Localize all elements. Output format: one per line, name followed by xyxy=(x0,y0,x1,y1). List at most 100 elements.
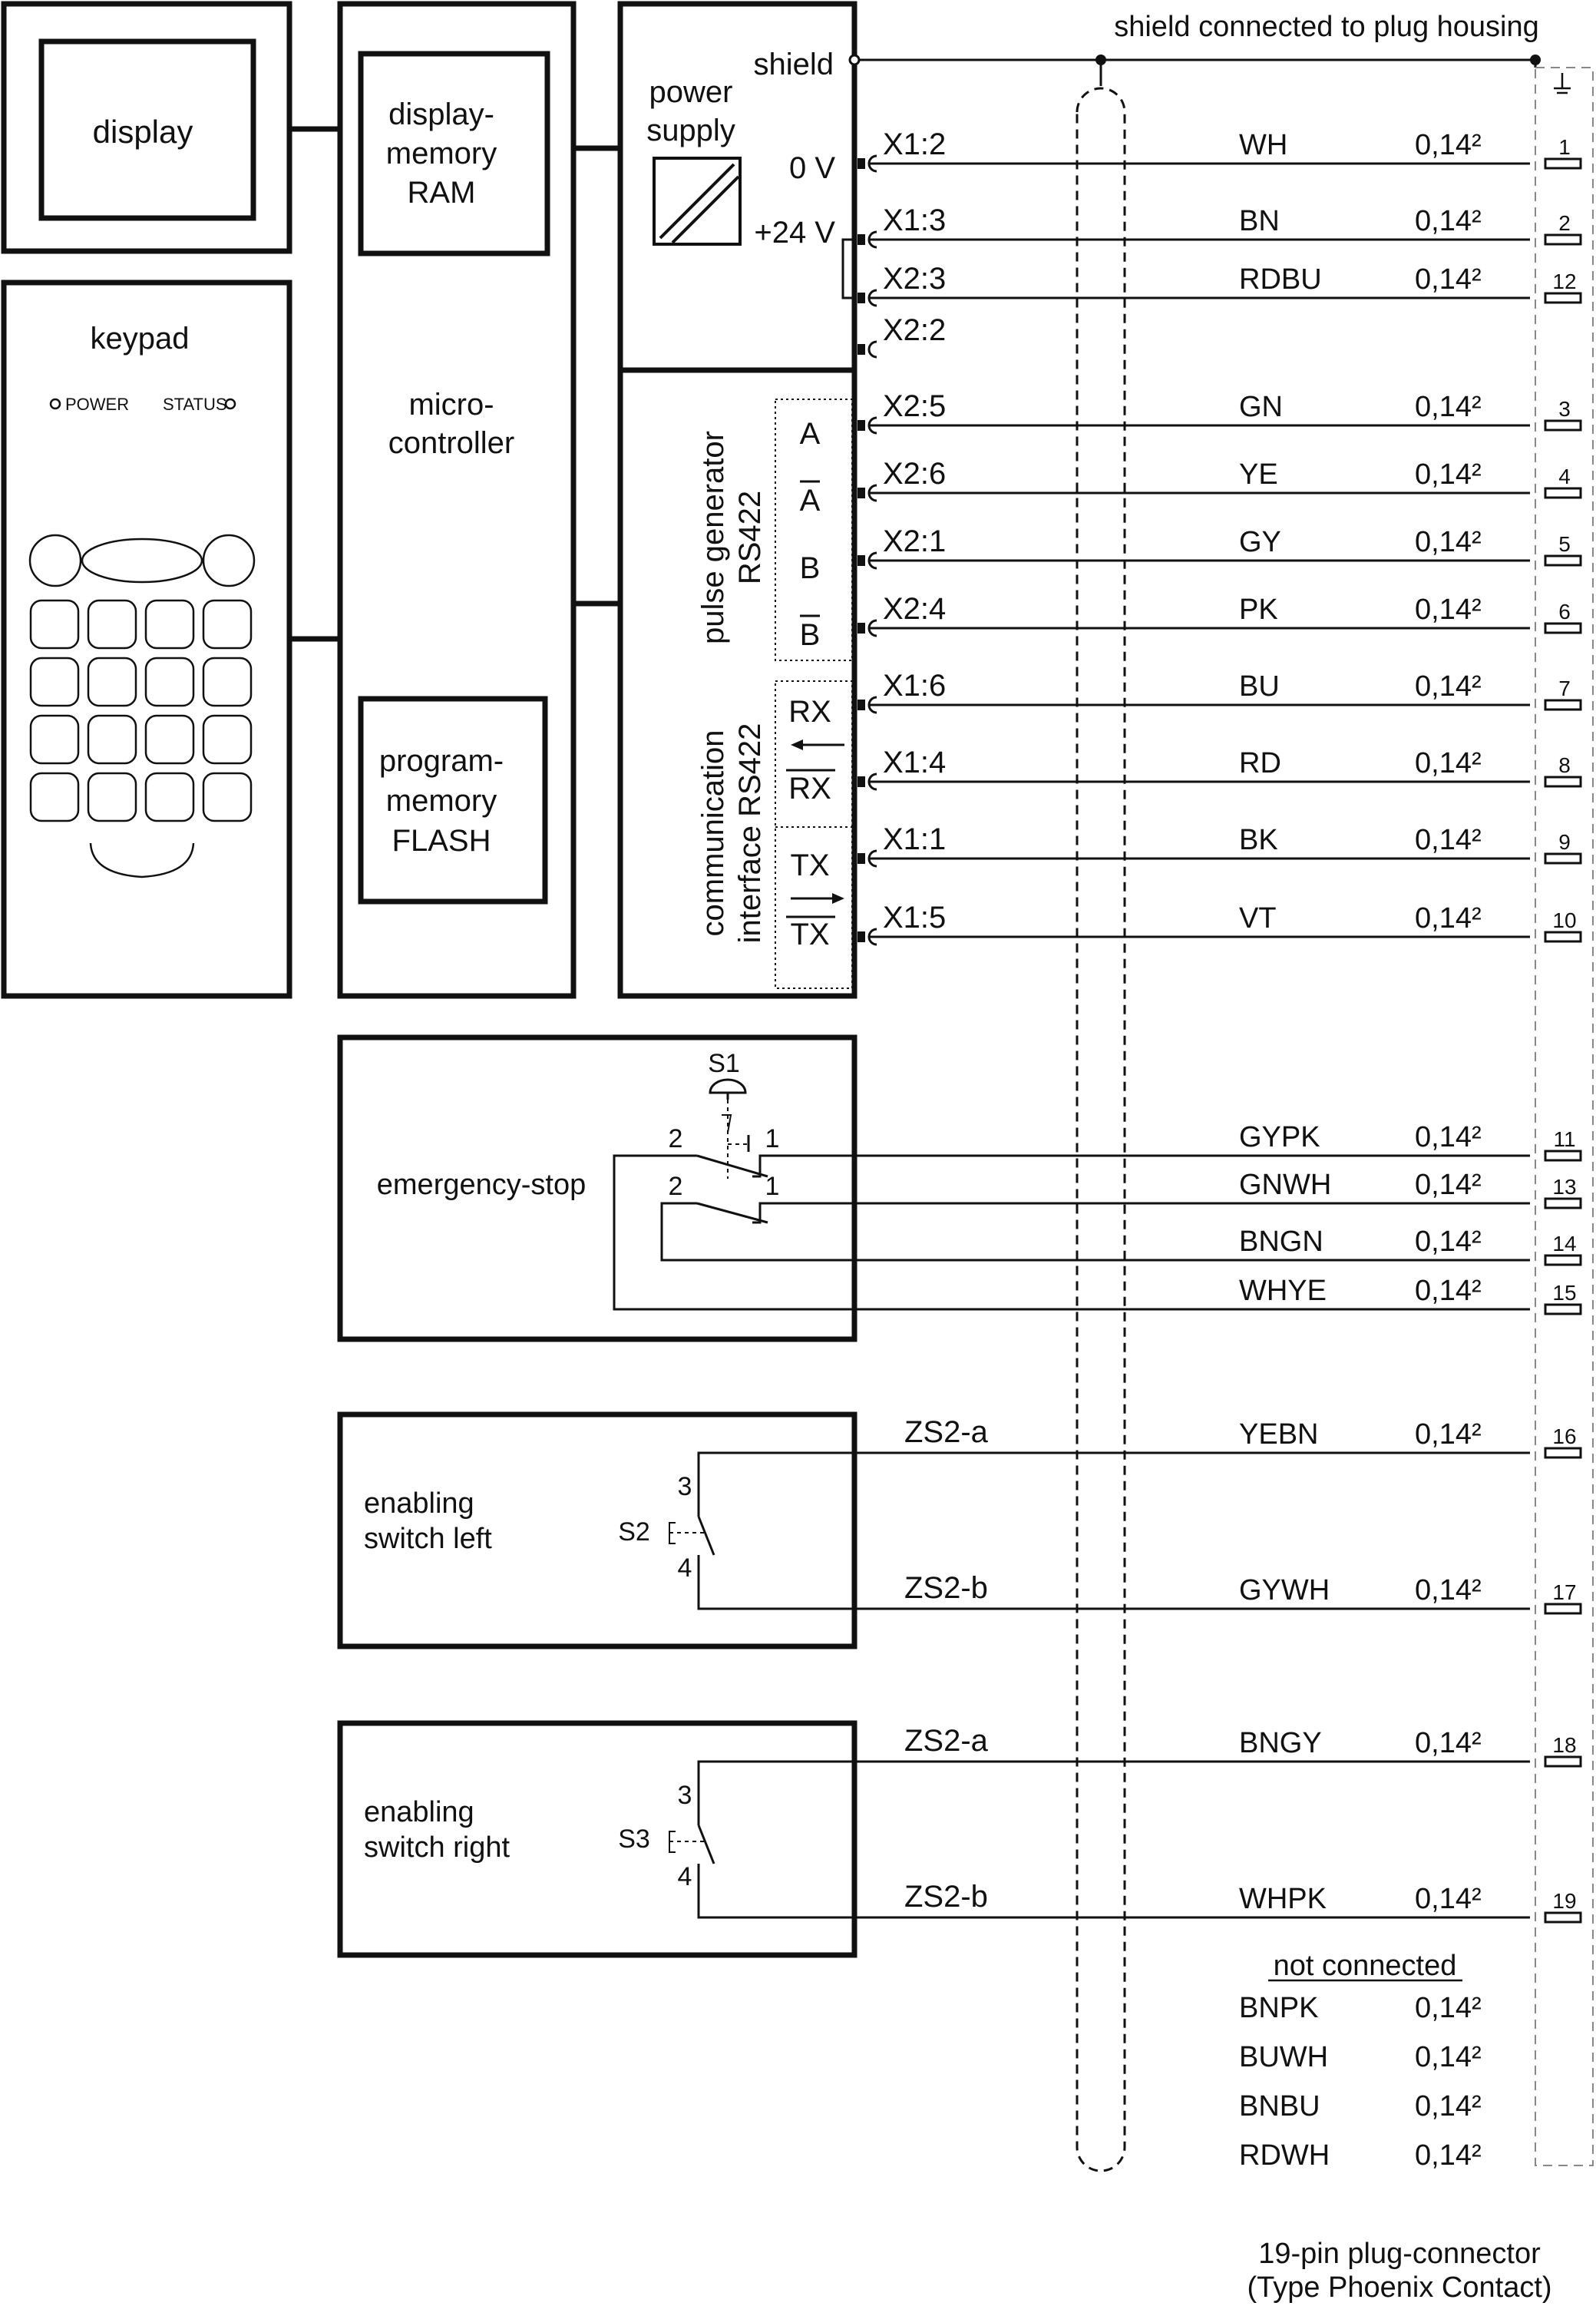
flash-line1: program- xyxy=(379,744,504,778)
key-button-icon xyxy=(29,772,80,822)
pin-icon xyxy=(1544,852,1582,865)
signal-tx: TX xyxy=(790,849,829,882)
wire-color: YE xyxy=(1239,458,1278,491)
comm-line2: interface RS422 xyxy=(733,723,767,944)
pin-icon xyxy=(1544,1197,1582,1209)
terminal-icon xyxy=(857,623,865,634)
estop-pin-2a: 2 xyxy=(669,1124,683,1153)
keypad-label: keypad xyxy=(91,322,190,356)
signal-tx-bar: TX xyxy=(790,918,829,951)
wire-color: BN xyxy=(1239,205,1280,237)
keypad-block: keypad POWER STATUS xyxy=(1,280,292,999)
not-connected-title: not connected xyxy=(1274,1950,1457,1982)
switch-s3-contact xyxy=(669,1760,1530,1919)
pin-icon xyxy=(1544,1603,1582,1615)
estop-pin-1b: 1 xyxy=(765,1172,780,1201)
wire-color: RDBU xyxy=(1239,263,1322,296)
terminal-label: X2:5 xyxy=(883,389,946,423)
wire-size: 0,14² xyxy=(1415,594,1482,626)
wire-size: 0,14² xyxy=(1415,458,1482,491)
pulse-gen-line2: RS422 xyxy=(733,491,767,584)
wire-size: 0,14² xyxy=(1415,391,1482,423)
navigation-keys-icon xyxy=(28,534,256,587)
wire-size: 0,14² xyxy=(1415,1226,1482,1258)
connector-title: 19-pin plug-connector xyxy=(1258,2238,1541,2270)
pin-number: 11 xyxy=(1553,1127,1575,1151)
micro-line2: controller xyxy=(388,426,515,460)
wire-color: BNGN xyxy=(1239,1226,1323,1258)
pin-number: 18 xyxy=(1552,1733,1576,1757)
wire-size: 0,14² xyxy=(1415,526,1482,558)
enabling-switch-right-block: enabling switch right S3 3 4 xyxy=(337,1720,1530,1958)
wire-size: 0,14² xyxy=(1415,1169,1482,1201)
pin-number: 15 xyxy=(1552,1281,1576,1305)
pin-icon xyxy=(1544,1755,1582,1768)
ram-line3: RAM xyxy=(408,176,476,210)
signal-rx-bar: RX xyxy=(788,772,831,806)
pin-number: 4 xyxy=(1558,465,1571,488)
wire-color: YEBN xyxy=(1239,1418,1318,1451)
key-button-icon xyxy=(87,599,137,650)
pin-icon xyxy=(1544,554,1582,567)
pin-icon xyxy=(1544,419,1582,432)
wire-color: BNGY xyxy=(1239,1727,1322,1759)
nc-wire-color: RDWH xyxy=(1239,2139,1330,2172)
cable-shield: shield connected to plug housing xyxy=(848,11,1594,2172)
wire-size: 0,14² xyxy=(1415,1121,1482,1153)
terminal-label: ZS2-b xyxy=(904,1571,988,1605)
nc-wire-size: 0,14² xyxy=(1415,2090,1482,2122)
right-pin-4: 4 xyxy=(678,1862,692,1891)
pin-number: 3 xyxy=(1558,397,1571,421)
wire-size: 0,14² xyxy=(1415,670,1482,703)
pin-icon xyxy=(1544,1150,1582,1162)
wire-color: VT xyxy=(1239,902,1277,935)
pin-icon xyxy=(1544,931,1582,943)
signal-b: B xyxy=(800,551,821,585)
enable-left-line1: enabling xyxy=(364,1487,474,1520)
wire-color: GYPK xyxy=(1239,1121,1320,1153)
terminal-label: X2:2 xyxy=(883,313,946,347)
enter-key-icon xyxy=(89,842,195,878)
shield-note: shield connected to plug housing xyxy=(1114,11,1539,43)
wire-size: 0,14² xyxy=(1415,1883,1482,1915)
terminal-label: X1:4 xyxy=(883,746,946,779)
power-led-label: POWER xyxy=(65,395,129,414)
key-button-icon xyxy=(202,714,253,765)
psu-line2: supply xyxy=(646,114,735,147)
wire-color: GN xyxy=(1239,391,1283,423)
pin-icon xyxy=(1544,699,1582,711)
microcontroller-block: display- memory RAM micro- controller pr… xyxy=(337,1,577,999)
pin-number: 5 xyxy=(1558,532,1571,556)
display-label: display xyxy=(93,114,193,150)
wire-color: GNWH xyxy=(1239,1169,1331,1201)
pin-number: 10 xyxy=(1552,908,1576,932)
plus24v-label: +24 V xyxy=(754,216,835,250)
terminal-icon xyxy=(857,158,865,169)
wire-size: 0,14² xyxy=(1415,205,1482,237)
estop-label: emergency-stop xyxy=(377,1169,586,1201)
terminal-label: ZS2-a xyxy=(904,1724,989,1758)
wire-color: BU xyxy=(1239,670,1280,703)
bridge-line xyxy=(841,238,854,299)
terminal-label: X1:1 xyxy=(883,822,946,856)
estop-contacts xyxy=(613,1154,1530,1311)
pin-number: 14 xyxy=(1552,1232,1576,1256)
wire-size: 0,14² xyxy=(1415,1418,1482,1451)
key-button-icon xyxy=(29,657,80,707)
terminal-icon xyxy=(857,931,865,942)
enabling-switch-left-block: enabling switch left S2 3 4 xyxy=(337,1411,1530,1649)
pin-icon xyxy=(1544,1254,1582,1266)
pin-icon xyxy=(1544,487,1582,499)
key-button-icon xyxy=(29,599,80,650)
signal-a: A xyxy=(800,417,821,451)
pin-number: 1 xyxy=(1558,135,1571,159)
key-button-icon xyxy=(87,772,137,822)
key-button-icon xyxy=(87,714,137,765)
nc-wire-size: 0,14² xyxy=(1415,2041,1482,2073)
nc-wire-color: BNPK xyxy=(1239,1992,1318,2024)
pin-icon xyxy=(1544,1303,1582,1315)
wire-color: BK xyxy=(1239,824,1278,856)
wire-size: 0,14² xyxy=(1415,1275,1482,1307)
